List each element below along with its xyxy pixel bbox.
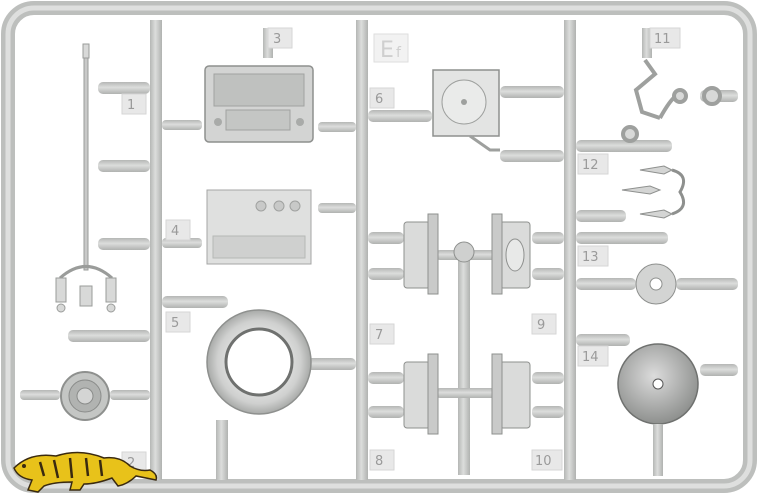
svg-text:10: 10 bbox=[535, 454, 552, 469]
part-number-labels: 1 2 3 4 5 6 7 8 9 10 11 12 13 14 bbox=[127, 32, 671, 471]
svg-text:8: 8 bbox=[375, 454, 383, 469]
svg-text:4: 4 bbox=[171, 224, 179, 239]
svg-text:E: E bbox=[380, 38, 394, 63]
record-player-part bbox=[432, 69, 500, 152]
svg-text:11: 11 bbox=[654, 32, 671, 47]
svg-text:7: 7 bbox=[375, 328, 383, 343]
appliance-box-part bbox=[206, 189, 312, 265]
frame-letter-label: E f bbox=[373, 33, 409, 63]
telephone-hook-part bbox=[621, 58, 722, 143]
svg-text:13: 13 bbox=[582, 250, 599, 265]
side-panel-parts bbox=[403, 213, 531, 435]
svg-text:14: 14 bbox=[582, 350, 599, 365]
small-ring-part bbox=[635, 263, 677, 305]
part-number-tags bbox=[121, 27, 681, 473]
tiger-logo bbox=[13, 451, 158, 493]
tire-ring-part bbox=[206, 309, 312, 415]
svg-text:12: 12 bbox=[582, 158, 599, 173]
feeder-runners bbox=[20, 82, 738, 418]
svg-text:3: 3 bbox=[273, 32, 281, 47]
vertical-runners bbox=[150, 20, 652, 480]
radio-set-part bbox=[204, 65, 314, 143]
svg-text:5: 5 bbox=[171, 316, 179, 331]
hanging-lamp-part bbox=[55, 43, 117, 313]
svg-text:6: 6 bbox=[375, 92, 383, 107]
bottle-parts bbox=[621, 165, 686, 219]
svg-text:2: 2 bbox=[127, 456, 135, 471]
wall-clock-part bbox=[60, 371, 110, 421]
svg-text:9: 9 bbox=[537, 318, 545, 333]
svg-text:1: 1 bbox=[127, 98, 135, 113]
lamp-shade-part bbox=[617, 343, 699, 476]
svg-text:f: f bbox=[396, 45, 402, 61]
